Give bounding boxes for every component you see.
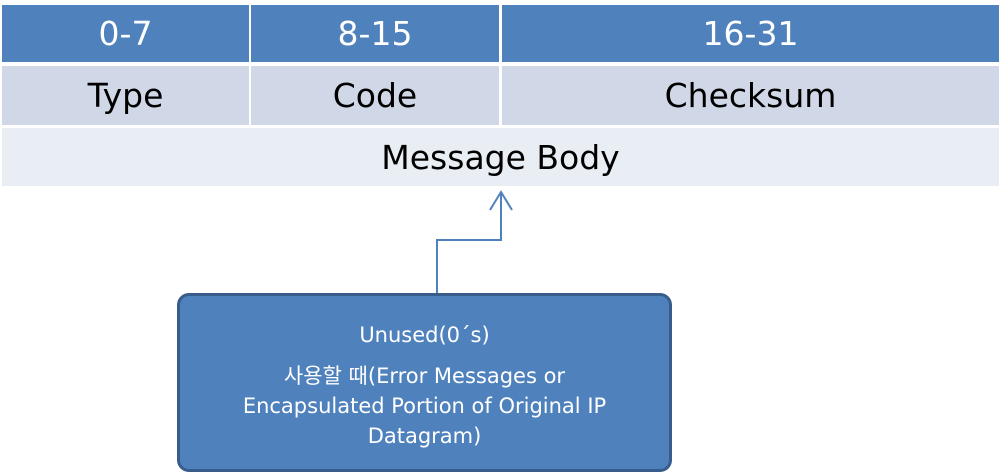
arrowhead-icon [489,190,513,211]
field-type: Type [2,66,249,125]
field-message-body: Message Body [2,128,999,186]
callout-line: Encapsulated Portion of Original IP [242,394,607,418]
callout-line: 사용할 때(Error Messages or [283,364,566,388]
field-checksum: Checksum [502,66,999,125]
callout-line: Datagram) [367,424,482,448]
field-code: Code [251,66,499,125]
bit-range-0-7: 0-7 [2,5,249,62]
bit-range-8-15: 8-15 [251,5,499,62]
bit-range-16-31: 16-31 [502,5,999,62]
connector-line [436,193,502,293]
message-body-callout: Unused(0´s) 사용할 때(Error Messages or Enca… [177,293,672,472]
callout-line: Unused(0´s) [359,323,490,347]
